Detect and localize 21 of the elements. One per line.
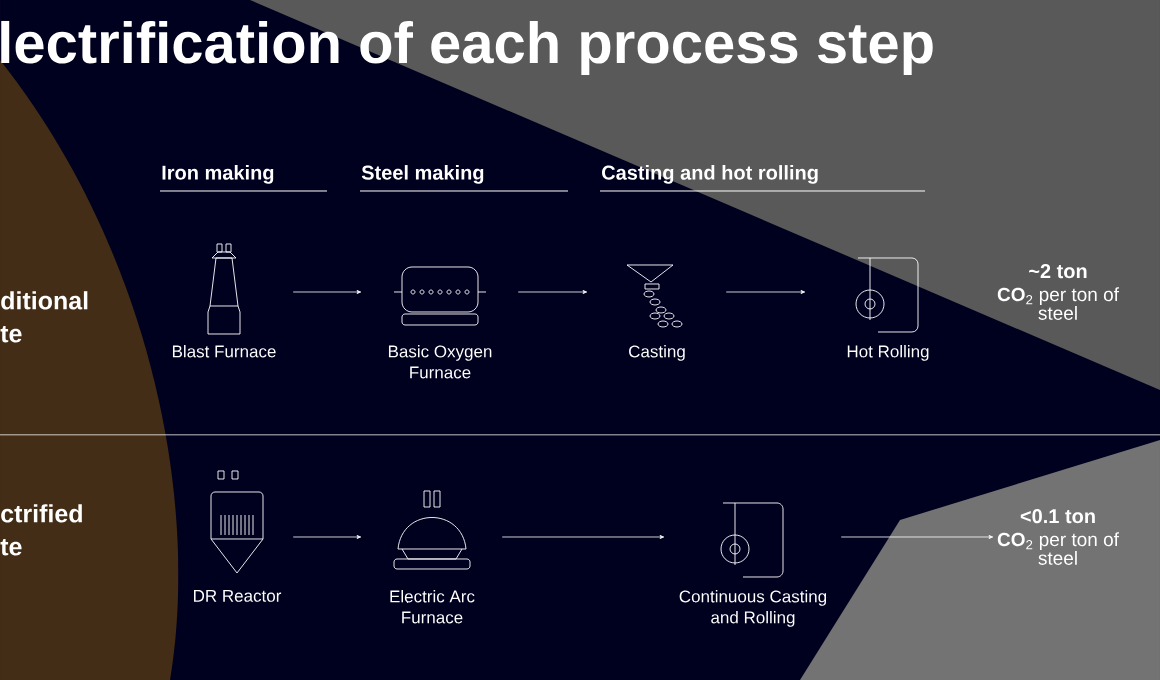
process-step: Electric Arc Furnace (390, 590, 475, 624)
column-heading: Casting and hot rolling (602, 165, 818, 184)
arrow (501, 535, 665, 539)
arrow (292, 290, 362, 294)
process-step: Basic Oxygen Furnace (388, 345, 492, 379)
arrow (292, 535, 362, 539)
arrow (517, 290, 588, 294)
process-step: Blast Furnace (172, 345, 276, 358)
process-step: Hot Rolling (847, 345, 929, 361)
row-label: ctrified te (0, 504, 82, 556)
column-heading: Iron making (162, 165, 274, 184)
arrow (725, 290, 806, 294)
row-label: ditional te (0, 291, 88, 343)
process-step: Continuous Casting and Rolling (679, 590, 827, 627)
arrow (840, 535, 994, 539)
emission-text: <0.1 ton CO$_{2}$ per ton of steel (997, 509, 1119, 565)
process-step: Casting (629, 345, 685, 361)
process-step: DR Reactor (194, 590, 282, 602)
emission-text: ~2 ton CO$_{2}$ per ton of steel (997, 264, 1119, 320)
title: lectrification of each process step (1, 20, 933, 75)
column-heading: Steel making (361, 165, 484, 184)
